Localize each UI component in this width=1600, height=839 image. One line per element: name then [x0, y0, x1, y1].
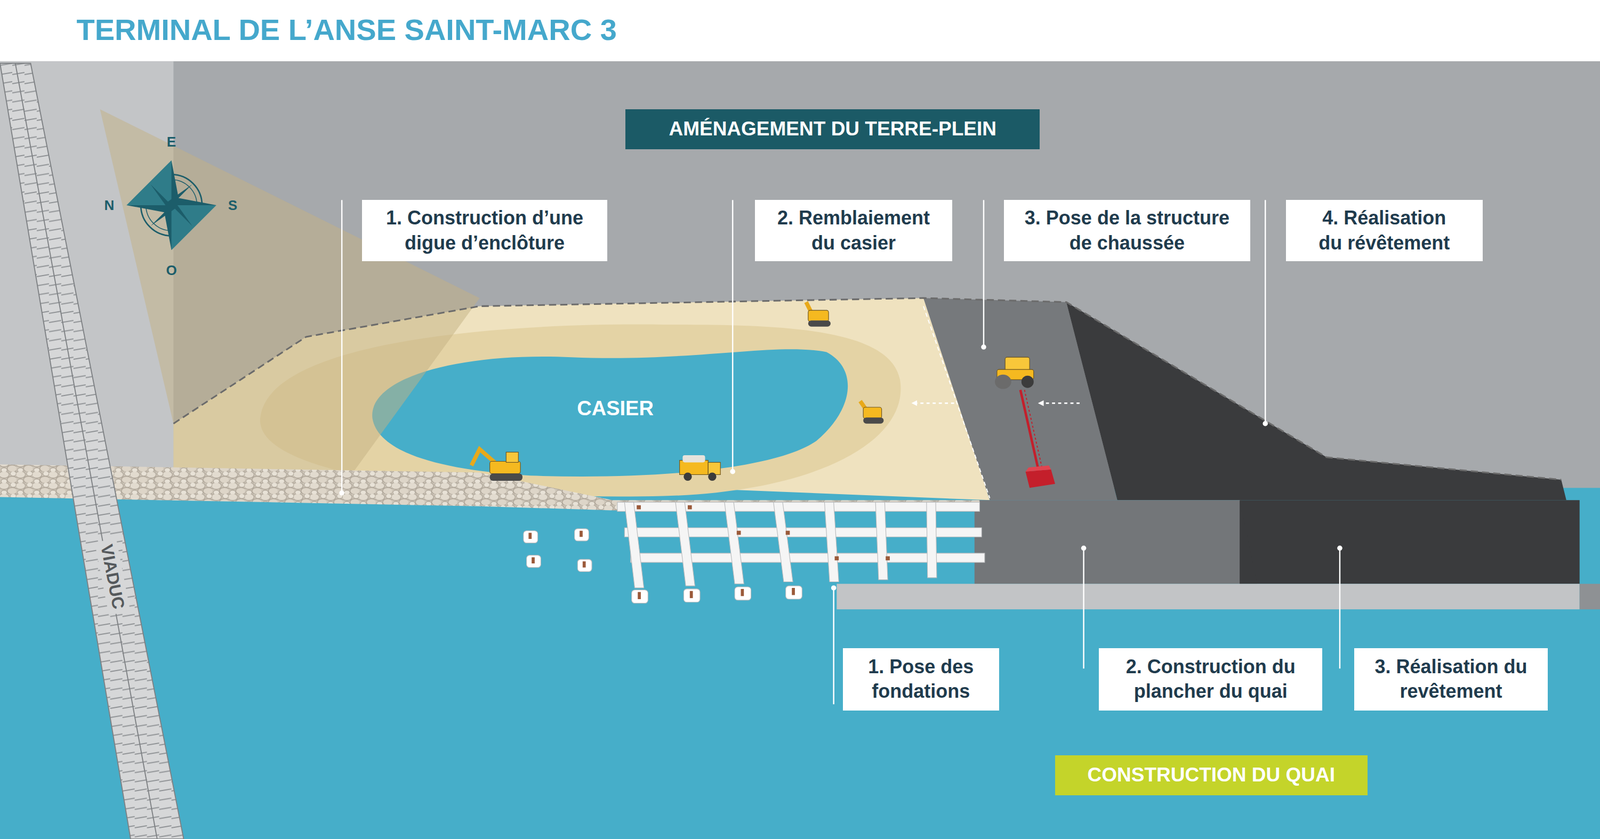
quay-surface-edge [1239, 500, 1258, 584]
heading-band: AMÉNAGEMENT DU TERRE-PLEIN [625, 109, 1040, 150]
casier-water [372, 349, 848, 477]
title: TERMINAL DE L’ANSE SAINT-MARC 3 [76, 12, 617, 47]
viaduct-median [15, 63, 158, 839]
quay-floor [974, 500, 1242, 584]
title-band [0, 0, 1600, 62]
bulldozer [806, 302, 831, 327]
heading-band: CONSTRUCTION DU QUAI [1055, 755, 1368, 796]
step-box: 1. Pose des fondations [842, 648, 1000, 711]
box-text: AMÉNAGEMENT DU TERRE-PLEIN [668, 116, 997, 142]
excavator [471, 449, 523, 481]
leader-lines [339, 199, 1342, 705]
box-text: 2. Remblaiement du casier [768, 205, 938, 256]
box-text: 3. Réalisation du revêtement [1368, 654, 1535, 705]
viaduct-label: VIADUC [94, 538, 131, 616]
road-roller [994, 357, 1034, 389]
direction-arrow [914, 402, 955, 405]
direction-arrow [1040, 402, 1080, 405]
compass-rose [126, 160, 216, 251]
sea [0, 487, 1600, 839]
boundary-line [923, 306, 990, 498]
compass-letter: N [103, 196, 115, 214]
box-text: 3. Pose de la structure de chaussée [1017, 205, 1236, 256]
revetement [1066, 302, 1567, 501]
box-text: 1. Construction d’une digue d’enclôture [375, 205, 593, 256]
region-label: CASIER [576, 396, 654, 420]
quay-grid [523, 502, 985, 604]
paving-crane [1020, 389, 1056, 488]
box-text: 2. Construction du plancher du quai [1112, 654, 1309, 705]
dump-truck [679, 455, 721, 481]
box-text: 1. Pose des fondations [856, 654, 986, 705]
compass-letter: O [165, 262, 177, 279]
step-box: 4. Réalisation du révêtement [1285, 199, 1483, 262]
compass-letter: E [166, 133, 176, 151]
step-box: 2. Remblaiement du casier [754, 199, 952, 262]
box-text: 4. Réalisation du révêtement [1312, 205, 1457, 256]
step-box: 3. Pose de la structure de chaussée [1003, 199, 1250, 262]
step-box: 1. Construction d’une digue d’enclôture [362, 199, 607, 262]
compass-letter: S [228, 196, 238, 214]
zone-fan [100, 109, 480, 488]
quay-edge [836, 583, 1580, 610]
step-box: 2. Construction du plancher du quai [1098, 648, 1323, 711]
quay-surface [1239, 500, 1580, 584]
dashed-outline [173, 298, 1562, 480]
quay-edge-end [1579, 583, 1600, 610]
step-box: 3. Réalisation du revêtement [1354, 648, 1549, 711]
bulldozer [859, 401, 884, 424]
box-text: CONSTRUCTION DU QUAI [1087, 762, 1336, 789]
